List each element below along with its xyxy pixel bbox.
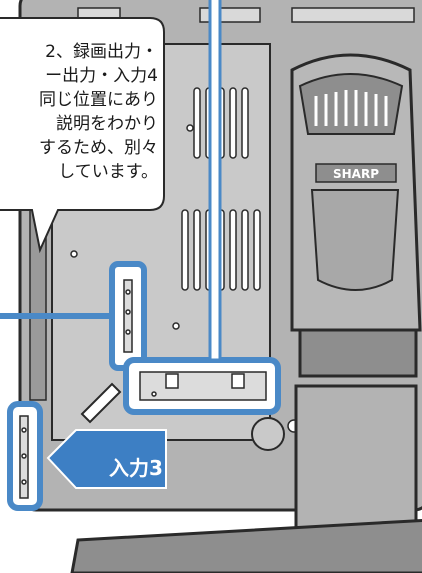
cable-clip <box>80 382 122 424</box>
input3-ports <box>19 415 29 499</box>
stand-vent-lines <box>314 90 388 126</box>
input3-badge <box>46 429 167 489</box>
stand-pillar <box>294 384 418 538</box>
callout-line <box>208 0 222 362</box>
side-terminal-ports <box>123 279 133 353</box>
stand-neck <box>298 328 418 378</box>
sharp-logo: SHARP <box>333 167 379 181</box>
stand-lower-plate <box>310 189 400 291</box>
callout-bubble <box>0 17 165 254</box>
logo-plate <box>315 163 397 183</box>
callout-text: 2、録画出力・ ー出力・入力4 同じ位置にあり 説明をわかり するため、別々 し… <box>39 42 158 182</box>
stand-base <box>70 518 422 573</box>
input3-badge-label: 入力3 <box>109 456 163 480</box>
speaker-grill <box>251 417 285 451</box>
bottom-terminal-ports <box>139 371 267 401</box>
